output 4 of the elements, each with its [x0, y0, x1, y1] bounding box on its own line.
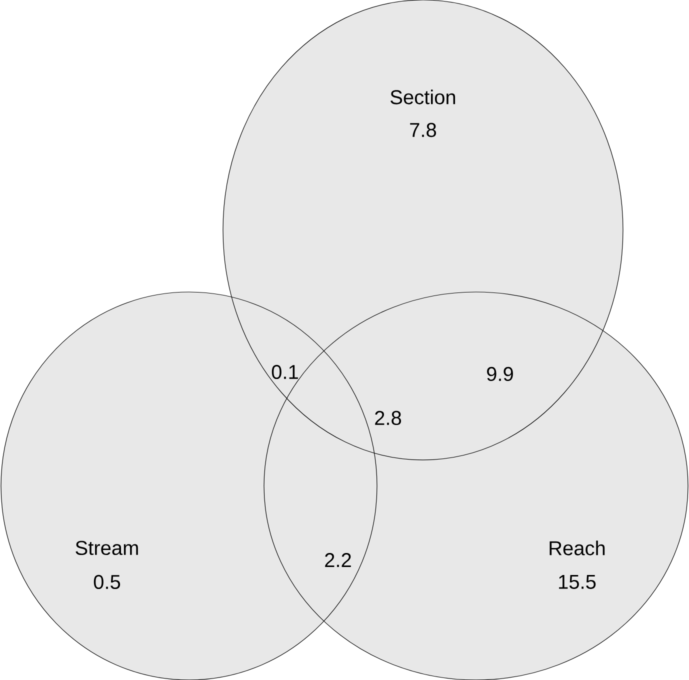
region-value: 9.9 [487, 366, 513, 382]
region-value: 2.2 [325, 553, 351, 567]
region-value: 0.1 [272, 364, 298, 380]
region-value: 2.8 [375, 410, 402, 426]
